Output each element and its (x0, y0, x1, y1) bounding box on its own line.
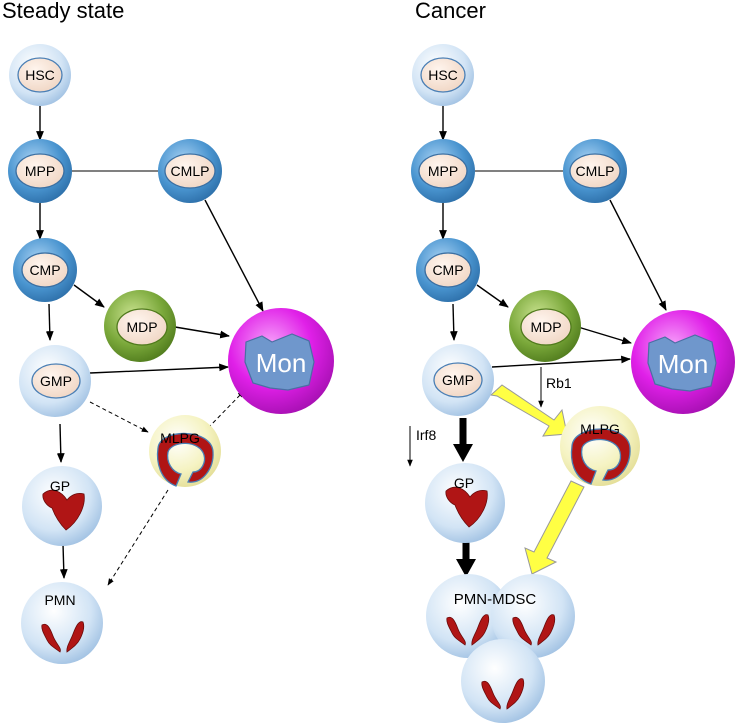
cmp-label-cancer: CMP (432, 262, 463, 278)
mlpg-label-cancer: MLPG (580, 421, 620, 437)
mdp-cell-cancer: MDP (509, 290, 581, 362)
mon-cell-cancer: Mon (631, 310, 735, 414)
mon-nucleus-cancer (647, 334, 717, 392)
mpp-cell: MPP (8, 139, 72, 203)
mdp-label: MDP (126, 319, 157, 335)
arrow-gmp-gp (56, 423, 65, 463)
cmlp-cell: CMLP (158, 139, 222, 203)
mdsc-granule-a1 (446, 616, 466, 646)
arrow-gmp-mon (89, 363, 229, 374)
gp-label-cancer: GP (454, 475, 474, 491)
arrow-gp-pmn (59, 543, 68, 579)
rb1-label: Rb1 (546, 375, 572, 391)
mlpg-label: MLPG (160, 430, 200, 446)
gmp-cell: GMP (19, 345, 91, 417)
pmn-granule-left (41, 623, 61, 653)
yellow-arrow-mlpg-mdsc (524, 480, 585, 575)
cmlp-label-cancer: CMLP (576, 163, 615, 179)
mlpg-cell-cancer: MLPG (560, 406, 640, 486)
cmlp-cell-cancer: CMLP (563, 139, 627, 203)
mdsc-granule-b1 (512, 616, 532, 646)
arrow-mlpg-pmn (107, 489, 169, 586)
cancer-title: Cancer (415, 0, 486, 23)
mlpg-nucleus (156, 432, 214, 487)
gp-granule-cancer (445, 486, 488, 528)
thick-arrow-gp-pmnmdsc-head (456, 559, 476, 577)
arrow-cmp-mdp-cancer (476, 284, 509, 308)
mon-cell: Mon (228, 308, 334, 414)
mpp-cell-cancer: MPP (411, 139, 475, 203)
gmp-label: GMP (40, 373, 72, 389)
pmn-mdsc-cell-bottom (461, 639, 545, 723)
mon-label: Mon (256, 348, 307, 378)
mdp-cell: MDP (104, 290, 176, 362)
steady-state-title: Steady state (2, 0, 125, 23)
pmn-mdsc-cell-back (426, 574, 510, 658)
gp-granule (42, 489, 85, 531)
mdp-label-cancer: MDP (530, 319, 561, 335)
cmp-cell: CMP (13, 238, 77, 302)
mon-label-cancer: Mon (658, 349, 709, 379)
pmn-granule-right (66, 621, 85, 653)
hsc-cell-cancer: HSC (412, 44, 474, 106)
cmp-label: CMP (29, 262, 60, 278)
gmp-label-cancer: GMP (442, 372, 474, 388)
cmp-cell-cancer: CMP (416, 238, 480, 302)
hsc-label: HSC (25, 67, 55, 83)
hsc-cell: HSC (9, 44, 71, 106)
arrow-mdp-mon-cancer (577, 326, 632, 345)
mpp-label: MPP (25, 163, 55, 179)
gp-label: GP (50, 478, 70, 494)
pmn-label: PMN (44, 592, 75, 608)
mdsc-granule-a2 (471, 614, 490, 646)
gp-cell-cancer: GP (425, 463, 505, 543)
cmlp-label: CMLP (171, 163, 210, 179)
arrow-mdp-mon (174, 326, 230, 339)
mdsc-granule-c1 (481, 680, 501, 710)
arrow-mlpg-mon (207, 390, 245, 429)
arrow-gmp-mlpg (89, 401, 149, 433)
pmn-mdsc-label: PMN-MDSC (454, 591, 537, 608)
gmp-cell-cancer: GMP (422, 344, 494, 416)
arrow-cmlp-mon-cancer (609, 199, 667, 311)
yellow-arrow-gmp-mlpg (489, 384, 568, 437)
pmn-mdsc-cell-front (491, 574, 575, 658)
arrow-cmp-gmp (45, 303, 54, 341)
mdsc-granule-c2 (506, 678, 525, 710)
mon-nucleus (244, 333, 315, 391)
pmn-cell: PMN (21, 582, 103, 664)
hsc-label-cancer: HSC (428, 67, 458, 83)
mpp-label-cancer: MPP (428, 163, 458, 179)
irf8-label: Irf8 (416, 427, 436, 443)
mdsc-granule-b2 (537, 614, 556, 646)
gp-cell: GP (22, 466, 102, 546)
arrow-cmp-gmp-cancer (449, 303, 458, 341)
mlpg-nucleus-cancer (570, 428, 631, 485)
arrow-gmp-mon-cancer (491, 355, 631, 368)
arrow-cmlp-mon (204, 199, 264, 312)
thick-arrow-gmp-gp-head (453, 444, 473, 462)
arrow-cmp-mdp (73, 284, 105, 308)
left-connections (36, 104, 264, 586)
mlpg-cell: MLPG (149, 415, 221, 487)
